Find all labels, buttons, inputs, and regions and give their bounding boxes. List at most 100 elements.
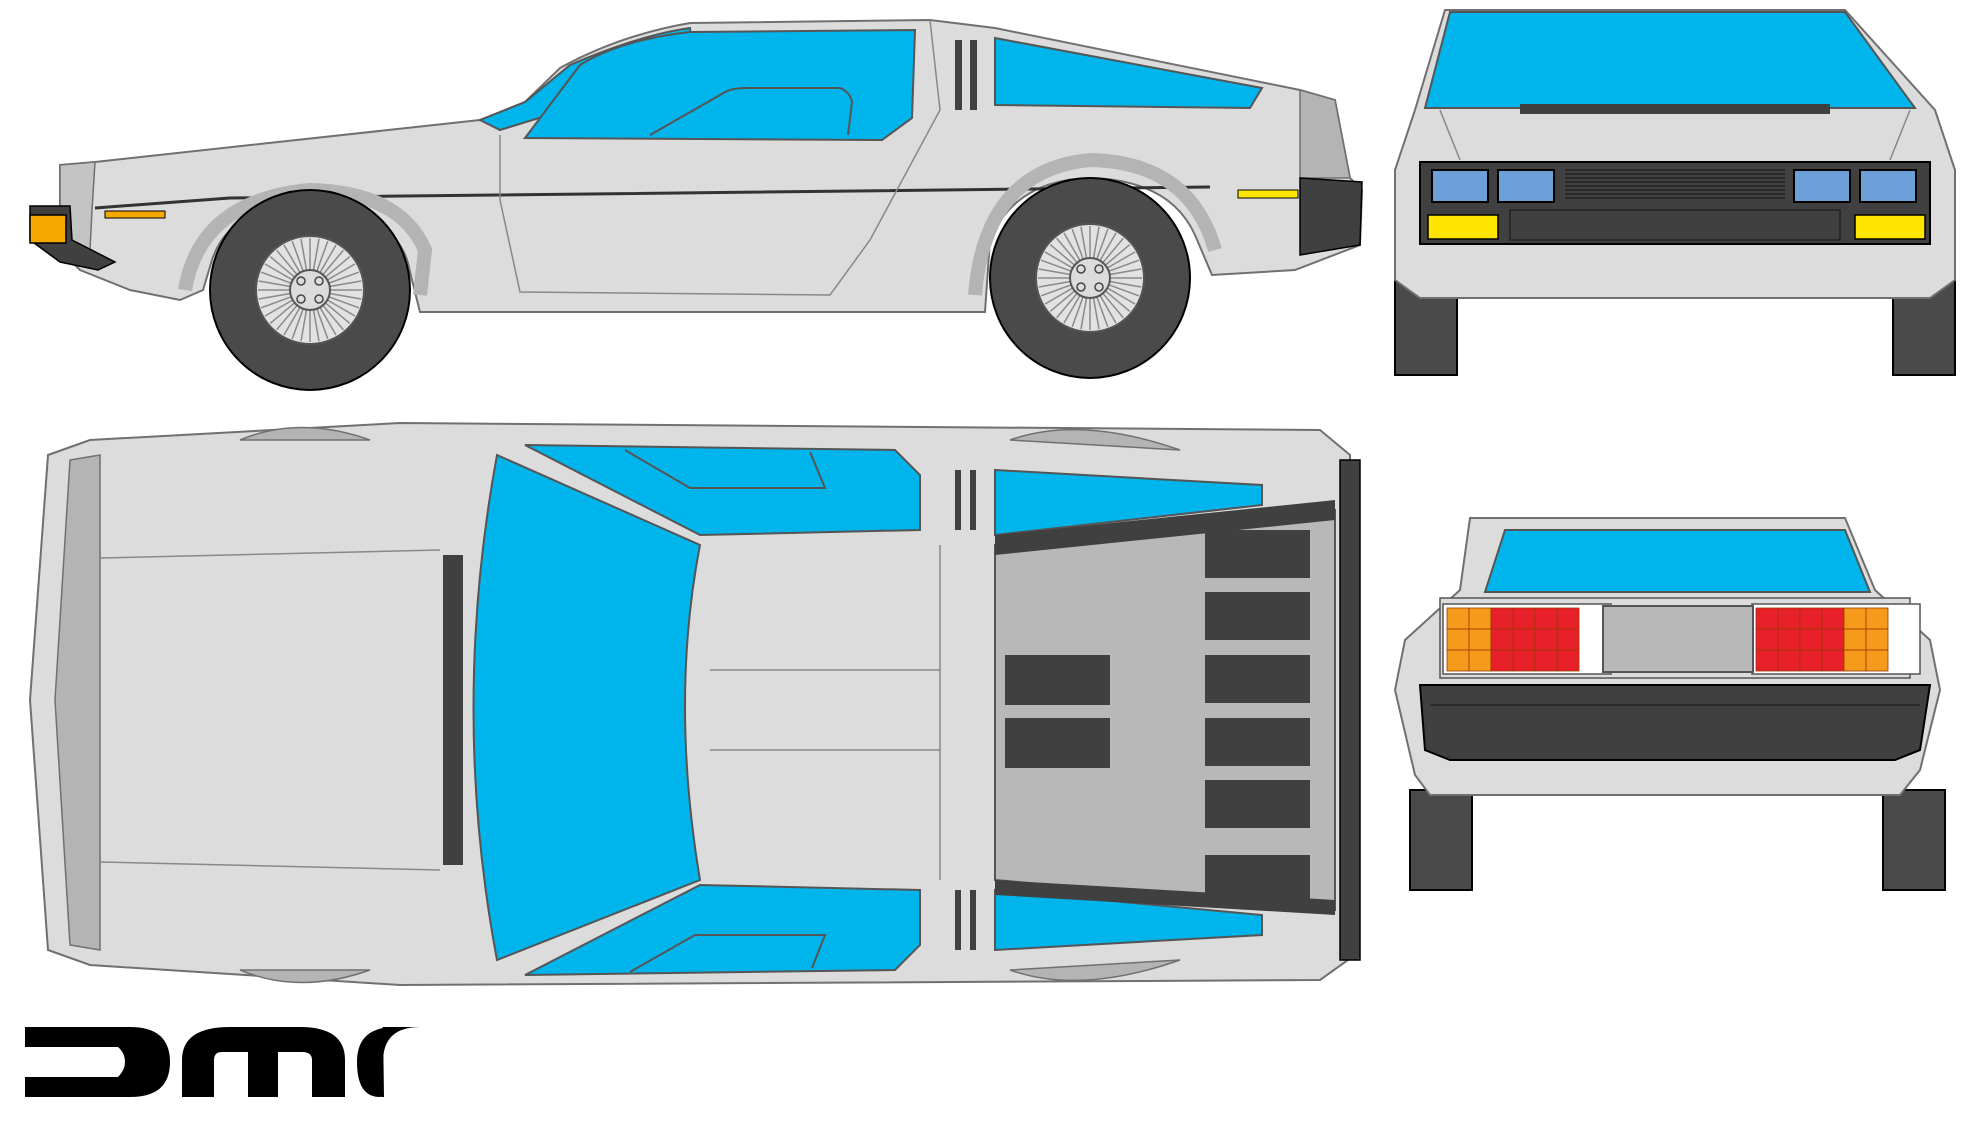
- front-view: [1394, 9, 1956, 376]
- side-rear-marker: [1237, 189, 1299, 199]
- taillight-cell: [1821, 649, 1845, 672]
- top-hood-line-upper: [99, 549, 441, 559]
- side-vent-1: [955, 40, 962, 110]
- taillight-cell: [1468, 649, 1492, 672]
- rear-bumper: [1418, 684, 1932, 761]
- taillight-cell: [1512, 649, 1536, 672]
- dmc-logo-d: [25, 1027, 170, 1097]
- taillight-cell: [1777, 628, 1801, 651]
- top-view: [28, 421, 1361, 987]
- taillight-cell: [1865, 628, 1889, 651]
- taillight-cell: [1468, 628, 1492, 651]
- top-rear-glass-left: [994, 468, 1263, 537]
- front-hood-line-right: [1889, 109, 1911, 161]
- top-vent-left-1: [955, 470, 961, 530]
- taillight-cell: [1755, 607, 1779, 630]
- side-front-indicator: [29, 214, 67, 244]
- front-cowl: [1520, 104, 1830, 114]
- top-windshield: [472, 453, 702, 962]
- side-rear-wheel: [989, 177, 1191, 379]
- top-louver: [1005, 718, 1110, 768]
- taillight-cell: [1490, 628, 1514, 651]
- dmc-logo-letter-c: [383, 1027, 420, 1097]
- side-rear-window: [994, 36, 1264, 110]
- rear-taillight-left: [1442, 603, 1612, 675]
- front-headlight-right-inner: [1793, 169, 1851, 203]
- rear-taillight-right: [1751, 603, 1921, 675]
- side-view: [29, 18, 1364, 391]
- rear-plate-recess: [1602, 605, 1754, 673]
- top-front-fender-right: [239, 969, 371, 984]
- top-vent-right-1: [955, 890, 961, 950]
- top-vent-left-2: [970, 470, 976, 530]
- side-rear-bumper: [1299, 177, 1363, 256]
- side-rear-shade: [1299, 89, 1351, 179]
- front-headlight-right-outer: [1859, 169, 1917, 203]
- taillight-cell: [1799, 649, 1823, 672]
- taillight-cell: [1799, 628, 1823, 651]
- top-rear-fender-right: [1009, 959, 1181, 982]
- side-door-window: [523, 28, 917, 142]
- taillight-cell: [1777, 649, 1801, 672]
- taillight-cell: [1755, 649, 1779, 672]
- top-door-glass-right: [524, 883, 921, 976]
- top-window-frame-left: [624, 449, 827, 489]
- taillight-cell: [1512, 628, 1536, 651]
- taillight-cell: [1843, 607, 1867, 630]
- front-fog-right: [1854, 214, 1926, 240]
- rear-window: [1483, 529, 1872, 593]
- taillight-cell: [1799, 607, 1823, 630]
- top-louver: [1205, 855, 1310, 903]
- side-beltline: [94, 185, 1211, 210]
- top-rear-glass-right: [994, 888, 1263, 952]
- front-headlight-left-outer: [1431, 169, 1489, 203]
- top-rear-fender-left: [1009, 428, 1181, 451]
- top-engine-cover-edge-lower: [995, 880, 1335, 915]
- taillight-cell: [1534, 628, 1558, 651]
- taillight-cell: [1490, 649, 1514, 672]
- dmc-logo: [25, 1027, 420, 1097]
- top-rear-bumper: [1339, 459, 1361, 961]
- taillight-cell: [1446, 649, 1470, 672]
- top-louver: [1205, 530, 1310, 578]
- top-front-fender-left: [239, 426, 371, 441]
- top-louver: [1205, 592, 1310, 640]
- taillight-cell: [1821, 628, 1845, 651]
- top-louver: [1205, 655, 1310, 703]
- taillight-cell: [1468, 607, 1492, 630]
- dmc-logo-c-main: [360, 1027, 398, 1097]
- top-louver: [1205, 718, 1310, 766]
- taillight-cell: [1777, 607, 1801, 630]
- taillight-cell: [1534, 649, 1558, 672]
- top-louvers: [1005, 530, 1310, 903]
- side-vent-2: [970, 40, 977, 110]
- top-cowl-vent: [443, 555, 463, 865]
- taillight-cell: [1534, 607, 1558, 630]
- taillight-cell: [1843, 628, 1867, 651]
- side-window-frame: [649, 87, 854, 136]
- top-engine-cover-edge-upper: [995, 500, 1335, 555]
- taillight-cell: [1446, 628, 1470, 651]
- front-fog-left: [1427, 214, 1499, 240]
- top-front-shade: [54, 454, 101, 951]
- taillight-cell: [1865, 649, 1889, 672]
- taillight-cell: [1755, 628, 1779, 651]
- taillight-cell: [1821, 607, 1845, 630]
- front-grille: [1565, 169, 1785, 199]
- front-bumper-band: [1509, 209, 1841, 241]
- side-front-marker: [104, 210, 166, 219]
- front-hood-line-left: [1439, 109, 1461, 161]
- rear-right-tire: [1882, 789, 1946, 891]
- taillight-cell: [1490, 607, 1514, 630]
- taillight-cell: [1843, 649, 1867, 672]
- top-louver: [1005, 655, 1110, 705]
- taillight-cell: [1512, 607, 1536, 630]
- top-louver: [1205, 780, 1310, 828]
- top-hood-line-lower: [99, 861, 441, 871]
- rear-view: [1393, 517, 1946, 891]
- taillight-cell: [1446, 607, 1470, 630]
- taillight-cell: [1556, 628, 1580, 651]
- side-rear-arch: [968, 152, 1222, 296]
